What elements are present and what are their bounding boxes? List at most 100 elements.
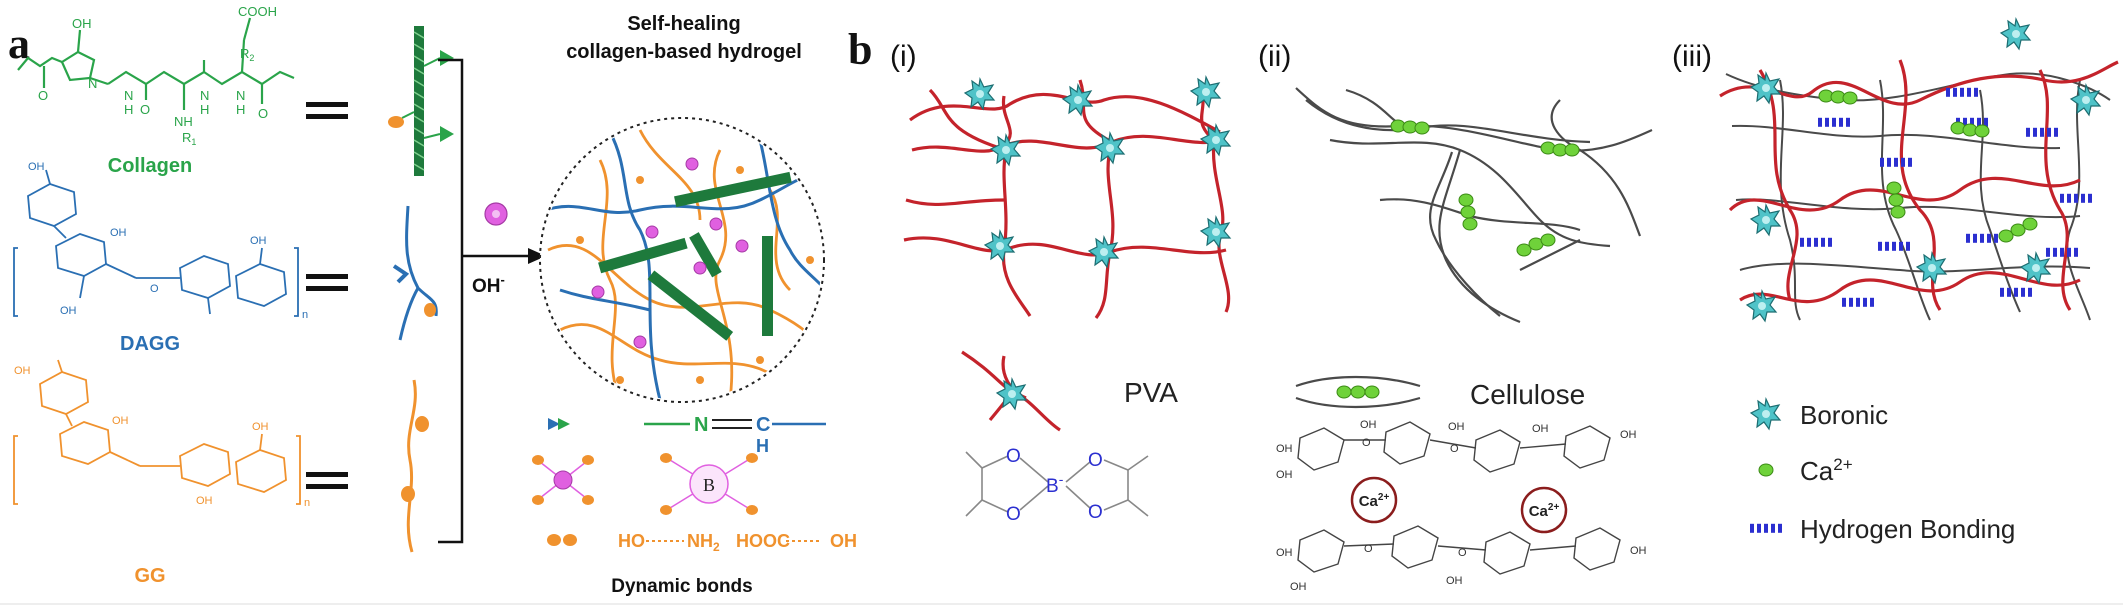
boronic-star-icon — [1750, 204, 1781, 236]
imine-c-label: C — [756, 414, 770, 436]
pva-network — [903, 76, 1231, 319]
ca-sphere-icon — [1458, 193, 1474, 207]
imine-h-label: H — [756, 436, 769, 456]
alg-o-2: O — [1450, 443, 1459, 455]
dagg-atom-labels: OH OH OH OH O n — [28, 161, 308, 321]
collagen-oh-label: OH — [72, 16, 92, 31]
alg-oh-10: OH — [1630, 545, 1647, 557]
dagg-oh-label-2: OH — [110, 227, 127, 239]
ca-sphere-icon — [1758, 463, 1774, 477]
ca-cluster — [1516, 233, 1556, 257]
legend-boronic-label: Boronic — [1800, 400, 1888, 430]
boronate-cross-icon — [532, 455, 594, 505]
dagg-oh-label-4: OH — [250, 235, 267, 247]
gg-oh-label-1: OH — [14, 365, 31, 377]
collagen-h-label-3: H — [200, 102, 209, 117]
collagen-rods-in-network — [598, 171, 792, 341]
borate-ester-structure — [965, 451, 1149, 517]
collagen-cooh-label: COOH — [238, 4, 277, 19]
hydroxide-bead-icon — [484, 202, 508, 226]
collagen-atom-labels: OH COOH O N N H O N H NH R1 R2 N H O — [38, 4, 277, 147]
legend-hbond-label: Hydrogen Bonding — [1800, 514, 2015, 544]
boronic-star-icon — [1200, 216, 1231, 248]
alg-oh-4: OH — [1448, 421, 1465, 433]
collagen-nh-label: NH — [174, 114, 193, 129]
orange-pair-icon — [547, 534, 577, 546]
boronic-star-icon — [1916, 252, 1947, 284]
gg-schematic-icon — [401, 379, 429, 553]
boronic-star-icon — [990, 134, 1021, 166]
hydrogen-bond-dashes-icon — [1750, 523, 1782, 533]
alg-oh-1: OH — [1276, 443, 1293, 455]
dynamic-bonds-label: Dynamic bonds — [611, 576, 752, 597]
panel-b-label: b — [848, 25, 872, 74]
collagen-r1-label: R1 — [182, 130, 196, 147]
ca-sphere-icon — [1540, 233, 1556, 247]
collagen-o-label-1: O — [38, 88, 48, 103]
boronic-star-icon — [1190, 76, 1221, 108]
boron-center-icon: B — [660, 453, 758, 515]
alg-oh-9: OH — [1446, 575, 1463, 587]
dagg-subscript-n: n — [302, 309, 308, 321]
calcium-alginate-atoms: OH OH OH OH OH OH OH OH OH OH O O O O — [1276, 419, 1647, 593]
hydrogel-network-circle — [539, 117, 825, 403]
collagen-rod-icon — [388, 26, 454, 176]
collagen-n-label-1: N — [88, 76, 97, 91]
ca-sphere-icon — [1414, 121, 1430, 135]
hydrogen-bond-dashes-icon — [1818, 117, 1850, 127]
dagg-structure — [13, 169, 299, 317]
alg-oh-2: OH — [1276, 469, 1293, 481]
alg-oh-6: OH — [1620, 429, 1637, 441]
ca-cluster — [1540, 141, 1580, 157]
collagen-h-label-2: H — [124, 102, 133, 117]
calcium-alginate-structure — [1297, 421, 1621, 575]
borate-o-4: O — [1088, 502, 1103, 523]
cellulose-label: Cellulose — [1470, 379, 1585, 410]
collagen-structure — [17, 17, 295, 110]
collagen-h-label-4: H — [236, 102, 245, 117]
sub-panel-ii-label: (ii) — [1258, 40, 1291, 73]
gg-name: GG — [134, 565, 165, 587]
equals-signs — [306, 102, 348, 489]
alg-oh-5: OH — [1532, 423, 1549, 435]
pva-crosslink-icon — [961, 350, 1061, 432]
boronic-star-icon — [1062, 84, 1093, 116]
boronic-star-icon — [2070, 84, 2101, 116]
alg-o-1: O — [1362, 437, 1371, 449]
sub-panel-i-label: (i) — [890, 40, 917, 73]
boronic-star-icon — [984, 230, 1015, 262]
alg-oh-7: OH — [1276, 547, 1293, 559]
panel-b: b (i) (ii) (iii) — [848, 18, 2119, 593]
borate-o-1: O — [1006, 446, 1021, 467]
arrow-right-icon — [528, 248, 546, 264]
double-chevron-icon — [548, 418, 560, 430]
gg-subscript-n: n — [304, 497, 310, 509]
collagen-r2-label: R2 — [240, 46, 254, 63]
boron-label: B — [703, 475, 715, 495]
merge-bracket — [438, 58, 530, 544]
gg-structure — [13, 359, 301, 505]
ca-sphere-icon — [1460, 205, 1476, 219]
boronic-star-icon — [964, 78, 995, 110]
cellulose-pair-icon — [1295, 375, 1421, 409]
legend-ca-label: Ca2+ — [1800, 455, 1853, 486]
ca-cluster — [1458, 193, 1478, 231]
collagen-o-label-2: O — [140, 102, 150, 117]
dagg-o-label: O — [150, 283, 159, 295]
hydroxide-label: OH- — [472, 272, 505, 297]
gg-oh-label-2: OH — [112, 415, 129, 427]
ca-ion-right-icon: Ca2+ — [1520, 486, 1568, 534]
panel-a-label: a — [8, 19, 30, 68]
gg-atom-labels: OH OH OH OH n — [14, 365, 310, 509]
collagen-o-label-3: O — [258, 106, 268, 121]
borate-b: B- — [1046, 471, 1064, 497]
alg-oh-8: OH — [1290, 581, 1307, 593]
alg-o-4: O — [1458, 547, 1467, 559]
cellulose-network — [1295, 87, 1653, 324]
dynamic-bonds-legend: N C H B — [532, 414, 857, 597]
dagg-oh-label-3: OH — [60, 305, 77, 317]
gg-oh-label-4: OH — [196, 495, 213, 507]
